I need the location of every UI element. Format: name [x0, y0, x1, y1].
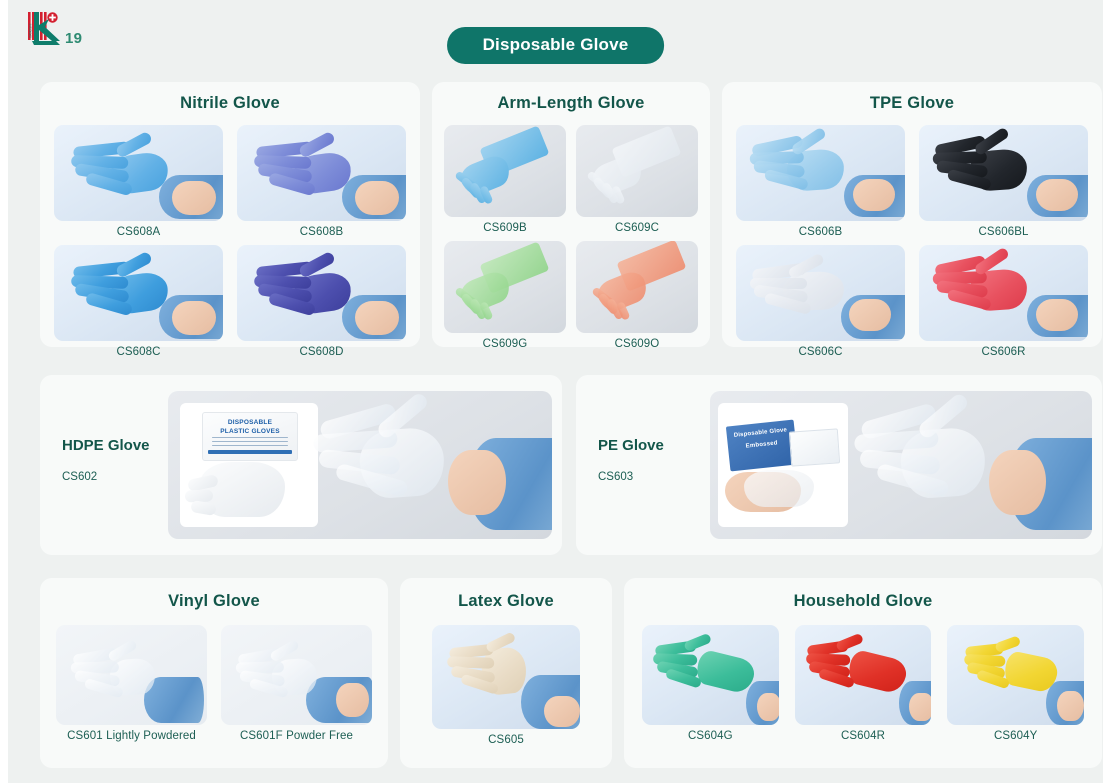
- product-thumbnail[interactable]: [432, 625, 580, 729]
- product-item[interactable]: CS608B: [237, 125, 406, 238]
- page-header: KANGSHI 19 Disposable Glove: [8, 0, 1103, 76]
- product-code: CS606R: [981, 346, 1026, 358]
- section-title-pe: PE Glove: [598, 437, 664, 454]
- product-grid-household: CS604G CS604R: [624, 611, 1102, 742]
- product-code: CS604Y: [993, 730, 1038, 742]
- section-card-hdpe: HDPE Glove CS602 DISPOSABLE PLASTIC GLOV…: [40, 375, 562, 555]
- product-grid-armlength: CS609B CS609C: [432, 113, 710, 350]
- product-thumbnail[interactable]: [444, 125, 566, 217]
- section-title-nitrile: Nitrile Glove: [180, 94, 280, 112]
- product-code: CS608A: [116, 226, 161, 238]
- product-item[interactable]: CS609C: [576, 125, 698, 234]
- section-card-pe: PE Glove CS603 Disposable Glove Embossed: [576, 375, 1102, 555]
- svg-text:KANGSHI: KANGSHI: [29, 24, 33, 38]
- product-thumbnail[interactable]: [444, 241, 566, 333]
- product-code: CS609B: [483, 222, 527, 234]
- section-title-household: Household Glove: [793, 592, 933, 610]
- section-card-vinyl: Vinyl Glove CS601 Lightly Powdered: [40, 578, 388, 768]
- product-thumbnail-hdpe[interactable]: DISPOSABLE PLASTIC GLOVES: [168, 391, 552, 539]
- section-title-tpe: TPE Glove: [869, 94, 955, 112]
- product-code: CS608B: [299, 226, 344, 238]
- section-label-pe: PE Glove CS603: [598, 437, 664, 483]
- company-logo-icon: KANGSHI: [22, 8, 66, 52]
- product-item[interactable]: CS609G: [444, 241, 566, 350]
- product-thumbnail[interactable]: [642, 625, 779, 725]
- page-number: 19: [65, 30, 83, 47]
- catalog-page: KANGSHI 19 Disposable Glove Nitrile Glov…: [8, 0, 1103, 783]
- product-code: CS602: [62, 471, 98, 483]
- product-item[interactable]: CS604Y: [947, 625, 1084, 742]
- product-item[interactable]: CS605: [432, 625, 580, 746]
- product-thumbnail[interactable]: [794, 625, 932, 725]
- section-title-armlength: Arm-Length Glove: [497, 94, 645, 112]
- page-title: Disposable Glove: [446, 27, 665, 64]
- product-item[interactable]: CS609B: [444, 125, 566, 234]
- section-title-hdpe: HDPE Glove: [62, 437, 150, 454]
- section-title-latex: Latex Glove: [458, 592, 554, 610]
- product-thumbnail-pe[interactable]: Disposable Glove Embossed: [710, 391, 1092, 539]
- product-code: CS609G: [482, 338, 528, 350]
- product-thumbnail[interactable]: [947, 625, 1084, 725]
- product-code: CS604G: [687, 730, 733, 742]
- product-thumbnail[interactable]: [237, 125, 406, 221]
- product-code: CS603: [598, 471, 634, 483]
- section-card-armlength: Arm-Length Glove CS609B: [432, 82, 710, 350]
- product-thumbnail[interactable]: [54, 245, 223, 341]
- product-thumbnail[interactable]: [919, 245, 1088, 341]
- product-thumbnail[interactable]: [736, 245, 905, 341]
- product-code: CS601F Powder Free: [239, 730, 353, 742]
- product-item[interactable]: CS608A: [54, 125, 223, 238]
- product-thumbnail[interactable]: [736, 125, 905, 221]
- product-item[interactable]: CS608C: [54, 245, 223, 358]
- section-card-nitrile: Nitrile Glove CS608A: [40, 82, 420, 358]
- product-code: CS606B: [798, 226, 843, 238]
- section-title-vinyl: Vinyl Glove: [168, 592, 260, 610]
- section-card-latex: Latex Glove CS605: [400, 578, 612, 768]
- product-grid-tpe: CS606B CS606BL: [722, 113, 1102, 358]
- package-text-line2: Embossed: [745, 439, 778, 450]
- product-item[interactable]: CS609O: [576, 241, 698, 350]
- product-thumbnail[interactable]: [576, 241, 698, 333]
- product-thumbnail[interactable]: [576, 125, 698, 217]
- product-thumbnail[interactable]: [56, 625, 207, 725]
- product-item[interactable]: CS606B: [736, 125, 905, 238]
- product-item[interactable]: CS604G: [642, 625, 779, 742]
- product-code: CS608D: [299, 346, 344, 358]
- product-item[interactable]: CS608D: [237, 245, 406, 358]
- product-code: CS601 Lightly Powdered: [67, 730, 196, 742]
- product-item[interactable]: CS606C: [736, 245, 905, 358]
- product-thumbnail[interactable]: [237, 245, 406, 341]
- product-grid-nitrile: CS608A CS608B: [40, 113, 420, 358]
- package-text-line2: PLASTIC GLOVES: [220, 427, 280, 435]
- product-item[interactable]: CS604R: [794, 625, 932, 742]
- product-item[interactable]: CS601F Powder Free: [221, 625, 372, 742]
- product-code: CS609C: [614, 222, 660, 234]
- product-code: CS605: [488, 734, 524, 746]
- product-thumbnail[interactable]: [919, 125, 1088, 221]
- section-card-tpe: TPE Glove CS606B: [722, 82, 1102, 358]
- product-item[interactable]: CS606BL: [919, 125, 1088, 238]
- product-grid-vinyl: CS601 Lightly Powdered CS601F Pow: [40, 611, 388, 742]
- section-card-household: Household Glove CS604G: [624, 578, 1102, 768]
- product-item[interactable]: CS601 Lightly Powdered: [56, 625, 207, 742]
- product-code: CS609O: [614, 338, 660, 350]
- product-code: CS606C: [798, 346, 843, 358]
- package-text-line1: DISPOSABLE: [227, 419, 273, 427]
- section-label-hdpe: HDPE Glove CS602: [62, 437, 150, 483]
- product-code: CS604R: [840, 730, 886, 742]
- product-thumbnail[interactable]: [221, 625, 372, 725]
- product-grid-latex: CS605: [400, 611, 612, 746]
- product-code: CS606BL: [978, 226, 1029, 238]
- product-thumbnail[interactable]: [54, 125, 223, 221]
- package-text-line1: Disposable Glove: [733, 427, 788, 439]
- product-item[interactable]: CS606R: [919, 245, 1088, 358]
- product-code: CS608C: [116, 346, 161, 358]
